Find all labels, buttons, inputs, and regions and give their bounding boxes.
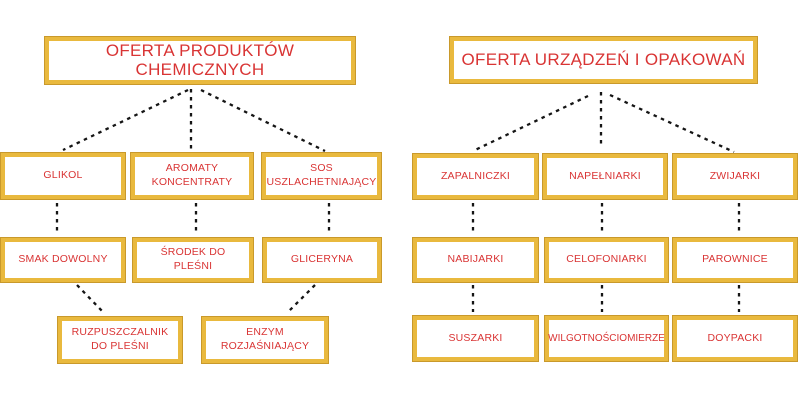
node-enzym-rozjasniajacy: ENZYM ROZJAŚNIAJĄCY <box>202 317 328 363</box>
node-zapalniczki: ZAPALNICZKI <box>413 154 538 199</box>
connector-gliceryna-enzym <box>286 284 316 314</box>
node-title-chemicals: OFERTA PRODUKTÓW CHEMICZNYCH <box>45 37 355 84</box>
connector-urz-title-zwijarki <box>609 93 735 154</box>
node-zwijarki: ZWIJARKI <box>673 154 797 199</box>
node-sos-uszlachetniajacy: SOS USZLACHETNIAJĄCY <box>262 153 381 199</box>
node-parownice: PAROWNICE <box>673 238 797 282</box>
node-glikol: GLIKOL <box>1 153 125 199</box>
connector-chem-title-sos <box>200 88 326 153</box>
node-nabijarki: NABIJARKI <box>413 238 538 282</box>
node-smak-dowolny: SMAK DOWOLNY <box>1 238 125 282</box>
node-gliceryna: GLICERYNA <box>263 238 381 282</box>
node-doypacki: DOYPACKI <box>673 316 797 361</box>
node-napelniarki: NAPEŁNIARKI <box>543 154 667 199</box>
node-ruzpuszczalnik-do-plesni: RUZPUSZCZALNIK DO PLEŚNI <box>58 317 182 363</box>
connector-chem-title-glikol <box>62 88 189 152</box>
connector-urz-title-zapalniczki <box>472 94 589 153</box>
node-wilgotnosciomierze: WILGOTNOŚCIOMIERZE <box>545 316 668 361</box>
node-suszarki: SUSZARKI <box>413 316 538 361</box>
node-title-devices-packaging: OFERTA URZĄDZEŃ I OPAKOWAŃ <box>450 37 757 83</box>
node-aromaty-koncentraty: AROMATY KONCENTRATY <box>131 153 253 199</box>
node-celofoniarki: CELOFONIARKI <box>545 238 668 282</box>
connector-smak-ruzpuszczalnik <box>76 284 105 314</box>
node-srodek-do-plesni: ŚRODEK DO PLEŚNI <box>133 238 253 282</box>
